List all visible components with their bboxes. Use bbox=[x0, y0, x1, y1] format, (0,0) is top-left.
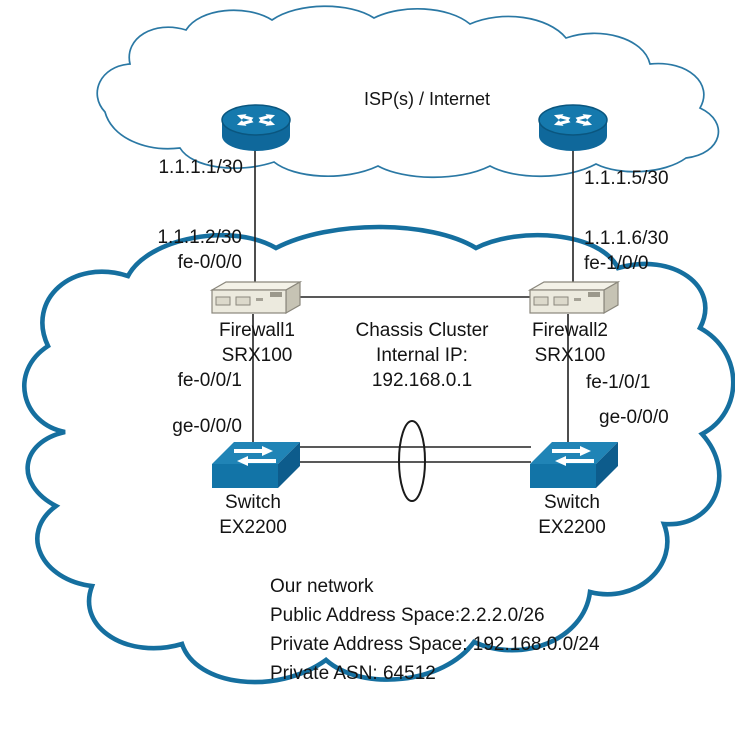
link-lines bbox=[252, 148, 574, 463]
firewall2-wan-label: 1.1.1.6/30 fe-1/0/0 bbox=[584, 226, 694, 276]
switch2-label: Switch EX2200 bbox=[512, 490, 632, 540]
public-address-space: Public Address Space:2.2.2.0/26 bbox=[270, 605, 545, 626]
isp-router-left-icon bbox=[221, 104, 291, 151]
firewall1-wan-interface: fe-0/0/0 bbox=[177, 252, 242, 273]
firewall1-model: SRX100 bbox=[221, 345, 293, 366]
firewall1-wan-label: 1.1.1.2/30 fe-0/0/0 bbox=[138, 225, 242, 275]
private-asn: Private ASN: 64512 bbox=[270, 663, 436, 684]
internet-cloud-label: ISP(s) / Internet bbox=[363, 89, 491, 109]
our-network-title: Our network bbox=[270, 576, 374, 597]
firewall1-wan-ip: 1.1.1.2/30 bbox=[157, 227, 242, 248]
switch2-type: Switch bbox=[544, 492, 600, 513]
firewall1-lan-interface-label: fe-0/0/1 bbox=[177, 370, 242, 391]
switch1-uplink-interface-label: ge-0/0/0 bbox=[172, 416, 242, 437]
switch1-model: EX2200 bbox=[219, 517, 287, 538]
firewall1-name: Firewall1 bbox=[218, 320, 296, 341]
switch-left-icon bbox=[212, 442, 300, 488]
switch1-label: Switch EX2200 bbox=[193, 490, 313, 540]
cluster-line1: Chassis Cluster bbox=[355, 320, 489, 341]
private-address-space: Private Address Space: 192.168.0.0/24 bbox=[270, 634, 600, 655]
switch1-type: Switch bbox=[225, 492, 281, 513]
firewall2-wan-interface: fe-1/0/0 bbox=[584, 253, 649, 274]
firewall1-icon bbox=[209, 280, 303, 315]
firewall2-model: SRX100 bbox=[534, 345, 606, 366]
chassis-cluster-label: Chassis Cluster Internal IP: 192.168.0.1 bbox=[337, 318, 507, 393]
firewall2-lan-interface-label: fe-1/0/1 bbox=[586, 372, 651, 393]
firewall2-name: Firewall2 bbox=[531, 320, 609, 341]
cluster-line3: 192.168.0.1 bbox=[371, 370, 473, 391]
firewall2-icon bbox=[527, 280, 621, 315]
isp-left-ip-label: 1.1.1.1/30 bbox=[158, 157, 243, 178]
lag-ellipse-icon bbox=[398, 420, 426, 502]
firewall2-label: Firewall2 SRX100 bbox=[509, 318, 631, 368]
switch2-model: EX2200 bbox=[538, 517, 606, 538]
firewall2-wan-ip: 1.1.1.6/30 bbox=[584, 228, 669, 249]
isp-router-right-icon bbox=[538, 104, 608, 151]
switch2-uplink-interface-label: ge-0/0/0 bbox=[599, 407, 669, 428]
firewall1-label: Firewall1 SRX100 bbox=[196, 318, 318, 368]
our-network-info: Our network Public Address Space:2.2.2.0… bbox=[270, 572, 700, 688]
switch-right-icon bbox=[530, 442, 618, 488]
isp-right-ip-label: 1.1.1.5/30 bbox=[584, 168, 669, 189]
cluster-line2: Internal IP: bbox=[376, 345, 468, 366]
our-network-cloud-shape bbox=[22, 224, 735, 685]
